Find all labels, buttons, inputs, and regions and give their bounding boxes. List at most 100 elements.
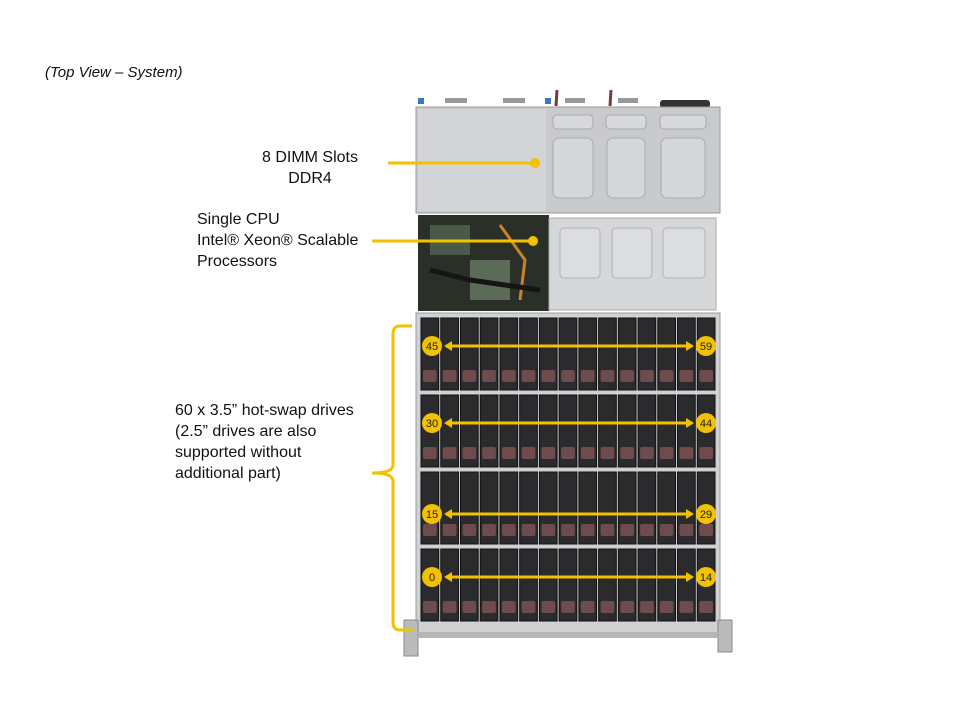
drive-slot[interactable] — [479, 471, 499, 545]
drive-latch[interactable] — [521, 524, 536, 536]
drive-latch[interactable] — [561, 524, 575, 536]
drive-latch[interactable] — [580, 447, 595, 459]
drive-slot[interactable] — [459, 548, 479, 622]
drive-slot[interactable] — [578, 471, 598, 545]
drive-latch[interactable] — [541, 524, 556, 536]
drive-slot[interactable] — [657, 394, 677, 468]
drive-latch[interactable] — [423, 370, 437, 382]
drive-latch[interactable] — [501, 370, 516, 382]
drive-latch[interactable] — [640, 370, 654, 382]
drive-slot[interactable] — [637, 317, 657, 391]
drive-latch[interactable] — [482, 370, 496, 382]
drive-latch[interactable] — [699, 447, 713, 459]
drive-latch[interactable] — [699, 524, 713, 536]
drive-slot[interactable] — [657, 317, 677, 391]
drive-latch[interactable] — [521, 447, 536, 459]
drive-slot[interactable] — [459, 471, 479, 545]
drive-latch[interactable] — [600, 447, 615, 459]
drive-slot[interactable] — [499, 548, 519, 622]
drive-latch[interactable] — [462, 524, 477, 536]
drive-slot[interactable] — [677, 471, 696, 545]
drive-latch[interactable] — [541, 601, 556, 613]
drive-slot[interactable] — [558, 471, 578, 545]
drive-latch[interactable] — [679, 524, 694, 536]
drive-latch[interactable] — [462, 601, 477, 613]
drive-latch[interactable] — [600, 370, 615, 382]
drive-slot[interactable] — [538, 317, 558, 391]
drive-slot[interactable] — [617, 394, 637, 468]
drive-slot[interactable] — [440, 317, 459, 391]
drive-slot[interactable] — [578, 394, 598, 468]
drive-slot[interactable] — [519, 548, 538, 622]
drive-slot[interactable] — [499, 317, 519, 391]
drive-slot[interactable] — [637, 471, 657, 545]
drive-slot[interactable] — [538, 471, 558, 545]
drive-latch[interactable] — [600, 524, 615, 536]
drive-latch[interactable] — [442, 370, 457, 382]
drive-latch[interactable] — [442, 601, 457, 613]
drive-slot[interactable] — [459, 317, 479, 391]
drive-latch[interactable] — [501, 601, 516, 613]
drive-latch[interactable] — [521, 370, 536, 382]
drive-latch[interactable] — [580, 524, 595, 536]
drive-latch[interactable] — [501, 447, 516, 459]
drive-latch[interactable] — [699, 601, 713, 613]
drive-slot[interactable] — [598, 394, 617, 468]
drive-slot[interactable] — [538, 394, 558, 468]
drive-slot[interactable] — [637, 548, 657, 622]
drive-slot[interactable] — [519, 394, 538, 468]
drive-latch[interactable] — [699, 370, 713, 382]
drive-slot[interactable] — [459, 394, 479, 468]
drive-slot[interactable] — [657, 471, 677, 545]
drive-slot[interactable] — [519, 317, 538, 391]
drive-latch[interactable] — [482, 601, 496, 613]
drive-slot[interactable] — [538, 548, 558, 622]
drive-slot[interactable] — [617, 471, 637, 545]
drive-latch[interactable] — [442, 447, 457, 459]
drive-latch[interactable] — [620, 447, 635, 459]
drive-latch[interactable] — [423, 524, 437, 536]
drive-latch[interactable] — [462, 447, 477, 459]
drive-latch[interactable] — [521, 601, 536, 613]
drive-latch[interactable] — [679, 601, 694, 613]
drive-slot[interactable] — [440, 548, 459, 622]
drive-slot[interactable] — [598, 317, 617, 391]
drive-slot[interactable] — [499, 394, 519, 468]
drive-latch[interactable] — [541, 447, 556, 459]
drive-slot[interactable] — [617, 548, 637, 622]
drive-latch[interactable] — [640, 447, 654, 459]
drive-latch[interactable] — [462, 370, 477, 382]
drive-slot[interactable] — [479, 317, 499, 391]
drive-latch[interactable] — [423, 447, 437, 459]
drive-slot[interactable] — [677, 394, 696, 468]
drive-latch[interactable] — [561, 447, 575, 459]
drive-slot[interactable] — [677, 317, 696, 391]
drive-latch[interactable] — [501, 524, 516, 536]
drive-slot[interactable] — [578, 317, 598, 391]
drive-latch[interactable] — [561, 370, 575, 382]
drive-slot[interactable] — [558, 317, 578, 391]
drive-latch[interactable] — [679, 447, 694, 459]
drive-slot[interactable] — [617, 317, 637, 391]
drive-latch[interactable] — [482, 524, 496, 536]
drive-latch[interactable] — [659, 447, 674, 459]
drive-latch[interactable] — [640, 601, 654, 613]
drive-slot[interactable] — [677, 548, 696, 622]
drive-latch[interactable] — [620, 524, 635, 536]
drive-slot[interactable] — [440, 471, 459, 545]
drive-slot[interactable] — [598, 548, 617, 622]
drive-slot[interactable] — [479, 394, 499, 468]
drive-latch[interactable] — [659, 524, 674, 536]
drive-latch[interactable] — [423, 601, 437, 613]
drive-latch[interactable] — [640, 524, 654, 536]
drive-slot[interactable] — [637, 394, 657, 468]
drive-latch[interactable] — [580, 370, 595, 382]
drive-latch[interactable] — [620, 601, 635, 613]
drive-latch[interactable] — [659, 370, 674, 382]
drive-latch[interactable] — [679, 370, 694, 382]
drive-latch[interactable] — [561, 601, 575, 613]
drive-latch[interactable] — [580, 601, 595, 613]
drive-slot[interactable] — [657, 548, 677, 622]
drive-slot[interactable] — [558, 394, 578, 468]
drive-slot[interactable] — [499, 471, 519, 545]
